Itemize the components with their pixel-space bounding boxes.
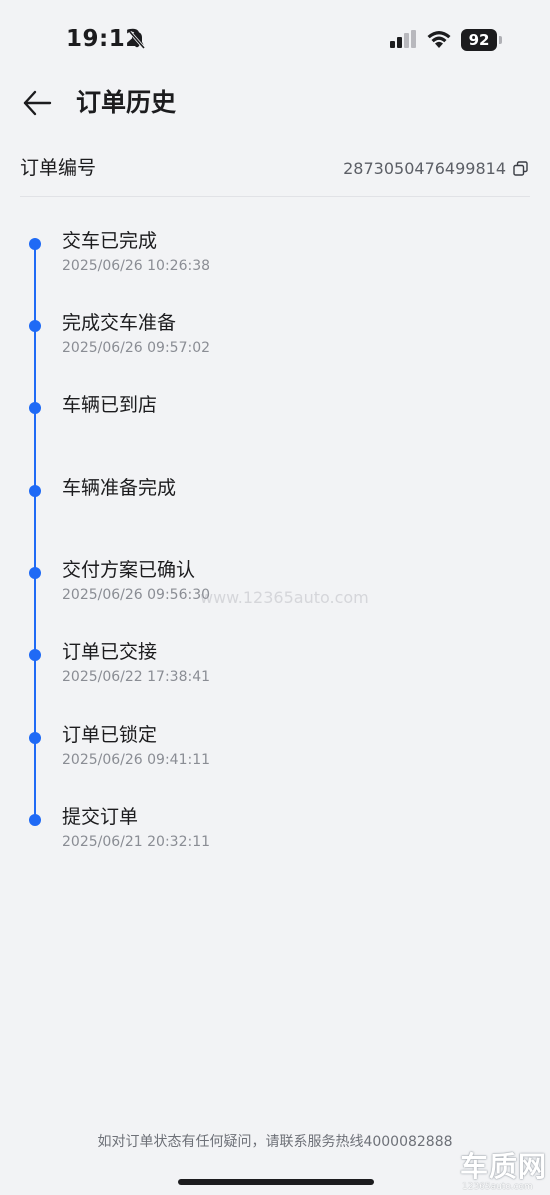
timeline-dot: [29, 649, 41, 661]
timeline-item-title: 订单已锁定: [62, 724, 158, 746]
arrow-left-icon[interactable]: [20, 86, 54, 120]
brand-logo: 车质网 12365auto.com: [460, 1150, 548, 1193]
timeline-item-title: 交付方案已确认: [62, 559, 196, 581]
timeline-item-time: 2025/06/26 09:41:11: [62, 752, 211, 768]
timeline-item-title: 提交订单: [62, 806, 139, 828]
order-number-value: 2873050476499814: [343, 159, 506, 178]
battery-icon: 92: [461, 29, 497, 51]
timeline-item-time: 2025/06/22 17:38:41: [62, 669, 211, 685]
timeline-item-time: 2025/06/26 09:57:02: [62, 340, 211, 356]
timeline-dot: [29, 320, 41, 332]
wifi-icon: [427, 31, 451, 48]
timeline-item-title: 车辆已到店: [62, 394, 158, 416]
timeline-item: 提交订单 2025/06/21 20:32:11: [0, 806, 550, 881]
timeline-item: 车辆已到店: [0, 394, 550, 469]
timeline-item: 订单已锁定 2025/06/26 09:41:11: [0, 724, 550, 799]
timeline-item-title: 交车已完成: [62, 230, 158, 252]
page-title: 订单历史: [76, 88, 177, 117]
timeline-item: 车辆准备完成: [0, 477, 550, 552]
timeline-item: 订单已交接 2025/06/22 17:38:41: [0, 641, 550, 716]
home-indicator[interactable]: [178, 1179, 374, 1185]
timeline-dot: [29, 567, 41, 579]
brand-logo-site: 12365auto.com: [462, 1182, 533, 1192]
timeline-item: 交付方案已确认 2025/06/26 09:56:30: [0, 559, 550, 634]
timeline-dot: [29, 238, 41, 250]
timeline-item: 交车已完成 2025/06/26 10:26:38: [0, 230, 550, 305]
bell-muted-icon: [128, 30, 146, 50]
timeline-dot: [29, 402, 41, 414]
timeline-dot: [29, 732, 41, 744]
status-time: 19:12: [66, 26, 142, 52]
timeline-item-title: 完成交车准备: [62, 312, 177, 334]
timeline-item-title: 订单已交接: [62, 641, 158, 663]
order-number-row: 订单编号 2873050476499814: [20, 150, 530, 197]
timeline-dot: [29, 814, 41, 826]
brand-logo-name: 车质网: [460, 1150, 548, 1183]
battery-tip: [499, 36, 502, 44]
status-bar: 19:12 92: [0, 0, 550, 80]
timeline-line: [34, 240, 36, 818]
timeline-item-time: 2025/06/26 10:26:38: [62, 258, 211, 274]
order-number-label: 订单编号: [20, 157, 97, 179]
signal-icon: [390, 30, 416, 48]
order-timeline: 交车已完成 2025/06/26 10:26:38 完成交车准备 2025/06…: [0, 230, 550, 881]
timeline-item-time: 2025/06/21 20:32:11: [62, 834, 211, 850]
timeline-item-time: 2025/06/26 09:56:30: [62, 587, 211, 603]
footer-hotline-note: 如对订单状态有任何疑问，请联系服务热线4000082888: [97, 1134, 453, 1150]
timeline-dot: [29, 485, 41, 497]
watermark: www.12365auto.com: [200, 588, 369, 607]
timeline-item: 完成交车准备 2025/06/26 09:57:02: [0, 312, 550, 387]
copy-icon[interactable]: [513, 161, 528, 176]
timeline-item-title: 车辆准备完成: [62, 477, 177, 499]
